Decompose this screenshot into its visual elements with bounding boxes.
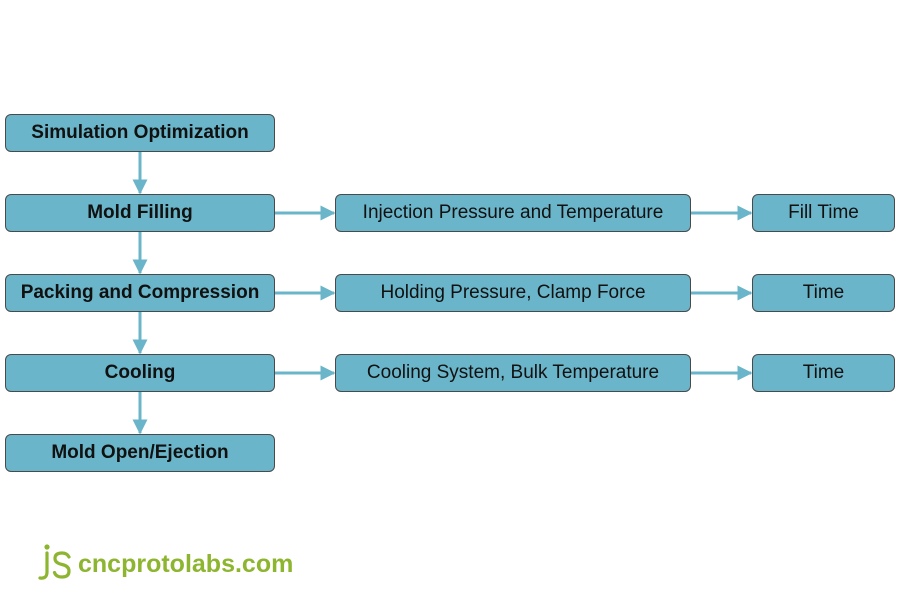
node-time-cooling: Time [752, 354, 895, 392]
node-holding-pressure-clamp-force: Holding Pressure, Clamp Force [335, 274, 691, 312]
logo-text: cncprotolabs.com [78, 550, 294, 578]
node-simulation-optimization: Simulation Optimization [5, 114, 275, 152]
node-injection-pressure-temperature: Injection Pressure and Temperature [335, 194, 691, 232]
node-mold-open-ejection: Mold Open/Ejection [5, 434, 275, 472]
js-logo-icon [38, 542, 72, 582]
node-cooling: Cooling [5, 354, 275, 392]
brand-logo: cncprotolabs.com [38, 542, 293, 582]
node-cooling-system-bulk-temperature: Cooling System, Bulk Temperature [335, 354, 691, 392]
node-packing-and-compression: Packing and Compression [5, 274, 275, 312]
node-fill-time: Fill Time [752, 194, 895, 232]
node-mold-filling: Mold Filling [5, 194, 275, 232]
node-time-packing: Time [752, 274, 895, 312]
